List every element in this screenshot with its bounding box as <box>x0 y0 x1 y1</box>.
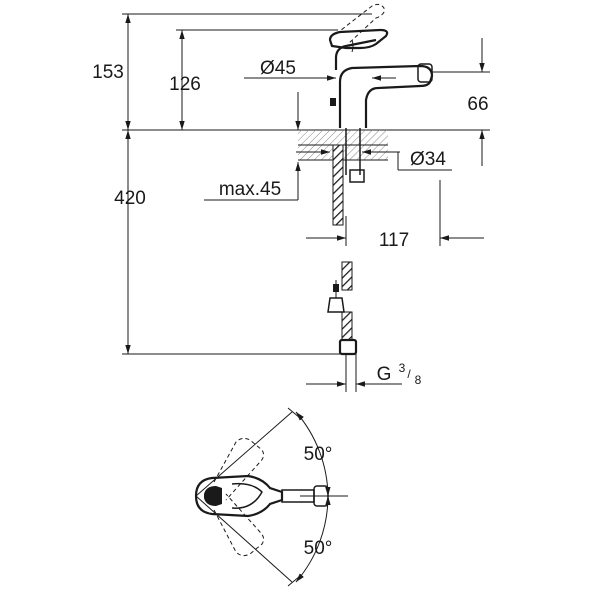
dim-153-label: 153 <box>92 62 124 83</box>
lever-rotated-lower <box>213 493 265 557</box>
dim-66-label: 66 <box>467 94 488 115</box>
dim-126-label: 126 <box>169 74 201 95</box>
spout-nozzle <box>417 63 433 83</box>
angle-upper-label: 50° <box>304 444 333 465</box>
side-view: 153 126 Ø45 66 Ø34 max.45 117 <box>92 3 490 392</box>
lever-rotated-upper <box>213 437 265 501</box>
lever-cap-mark <box>204 486 222 506</box>
rotation-line-lower <box>195 495 293 583</box>
flex-hose-lower <box>341 261 353 291</box>
hose-connector <box>338 338 358 356</box>
nozzle-top-view <box>313 485 329 507</box>
top-view: 50° 50° <box>194 407 348 587</box>
body-upper <box>334 38 377 70</box>
lever-raised-dashed <box>335 3 385 45</box>
dim-thread-slash: / <box>407 367 411 381</box>
dim-420-label: 420 <box>114 188 146 209</box>
faucet-body <box>338 64 434 128</box>
lever-handle <box>328 28 389 50</box>
rotation-line-upper <box>195 411 293 497</box>
dim-thread-denominator: 8 <box>415 373 422 387</box>
dim-117-label: 117 <box>379 230 409 251</box>
dim-diameter-34-label: Ø34 <box>410 149 446 170</box>
fixing-nut <box>349 169 365 183</box>
check-valve <box>327 297 345 313</box>
angle-lower-label: 50° <box>304 538 333 559</box>
dim-thread-prefix: G <box>377 364 392 385</box>
flex-hose-upper <box>332 144 344 226</box>
dim-diameter-45-label: Ø45 <box>260 58 296 79</box>
dim-max45-label: max.45 <box>219 179 281 200</box>
dim-thread-numerator: 3 <box>399 361 406 375</box>
